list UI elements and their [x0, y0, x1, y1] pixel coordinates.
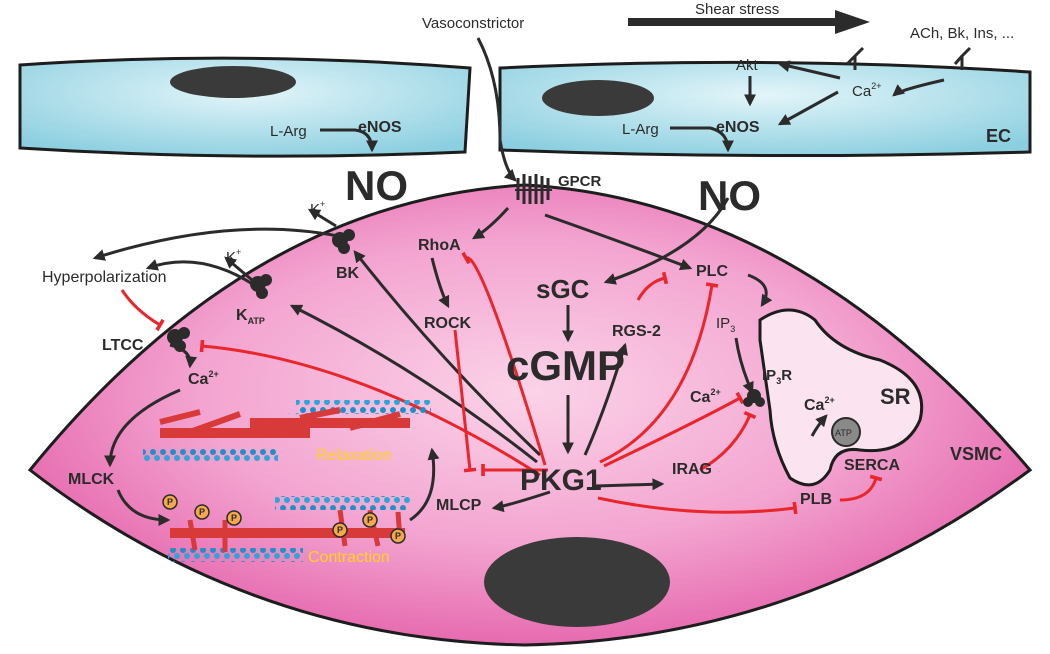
shear-stress-label: Shear stress: [695, 1, 779, 18]
atp-pump-icon: [831, 417, 861, 447]
endothelial-cell-right: [498, 60, 1032, 158]
serca-label: SERCA: [844, 457, 900, 474]
vsmc-label: VSMC: [950, 444, 1002, 464]
vasoconstrictor-label: Vasoconstrictor: [422, 15, 524, 32]
ca-sr-label: Ca2+: [804, 395, 835, 414]
ca-ec-label: Ca2+: [852, 81, 881, 100]
rgs2-label: RGS-2: [612, 323, 661, 340]
vsmc-nucleus: [484, 537, 670, 627]
endothelial-cell-left: [18, 56, 472, 158]
phosphate-icon: P P P P P P: [162, 494, 406, 544]
plb-label: PLB: [800, 491, 832, 508]
atp-label: ATP: [835, 428, 852, 438]
plc-label: PLC: [696, 263, 728, 280]
inhibition-arrows: [120, 251, 883, 515]
irag-label: IRAG: [672, 461, 712, 478]
receptor-icon: [845, 46, 972, 70]
phosphate-label: P: [199, 507, 205, 517]
katp-channel-icon: [250, 274, 272, 299]
sr-label: SR: [880, 384, 911, 409]
ec-nucleus-right: [542, 80, 654, 116]
l-arg-right-label: L-Arg: [622, 121, 659, 138]
ip3-label: IP3: [716, 315, 735, 334]
ip3r-label: IP3R: [762, 367, 792, 386]
ec-nucleus-left: [170, 66, 296, 98]
k-mid-label: K+: [226, 247, 241, 266]
contraction-label: Contraction: [308, 549, 390, 566]
gpcr-icon: [515, 174, 552, 204]
hyperpolarization-label: Hyperpolarization: [42, 269, 167, 286]
rock-label: ROCK: [424, 315, 472, 332]
ca-cyt-label: Ca2+: [690, 387, 721, 406]
mlck-label: MLCK: [68, 471, 115, 488]
katp-label: KATP: [236, 307, 265, 326]
cgmp-label: cGMP: [506, 342, 625, 389]
k-top-label: K+: [310, 199, 325, 218]
ltcc-label: LTCC: [102, 337, 144, 354]
phosphate-label: P: [167, 497, 173, 507]
no-right-label: NO: [698, 172, 761, 219]
bk-label: BK: [336, 265, 360, 282]
phosphate-label: P: [337, 525, 343, 535]
relaxation-filaments: [143, 400, 431, 462]
sr-compartment: [758, 308, 924, 487]
ca-vsmc-label: Ca2+: [188, 369, 219, 388]
enos-right-label: eNOS: [716, 119, 760, 136]
ip3r-channel-icon: [743, 389, 765, 407]
rhoa-label: RhoA: [418, 237, 461, 254]
ec-label: EC: [986, 126, 1011, 146]
bk-channel-icon: [332, 229, 355, 254]
relaxation-label: Relaxation: [316, 447, 392, 464]
akt-label: Akt: [736, 57, 759, 74]
pkg1-label: PKG1: [520, 464, 602, 497]
gpcr-label: GPCR: [558, 173, 602, 190]
agonists-label: ACh, Bk, Ins, ...: [910, 25, 1014, 42]
shear-stress-arrow: [628, 10, 870, 34]
l-arg-left-label: L-Arg: [270, 123, 307, 140]
ltcc-channel-icon: [167, 327, 190, 352]
phosphate-label: P: [395, 531, 401, 541]
contraction-filaments: [168, 496, 410, 562]
sgc-label: sGC: [536, 274, 590, 304]
activation-arrows: [92, 37, 945, 526]
mlcp-label: MLCP: [436, 497, 482, 514]
no-left-label: NO: [345, 162, 408, 209]
phosphate-label: P: [367, 515, 373, 525]
phosphate-label: P: [231, 513, 237, 523]
enos-left-label: eNOS: [358, 119, 402, 136]
